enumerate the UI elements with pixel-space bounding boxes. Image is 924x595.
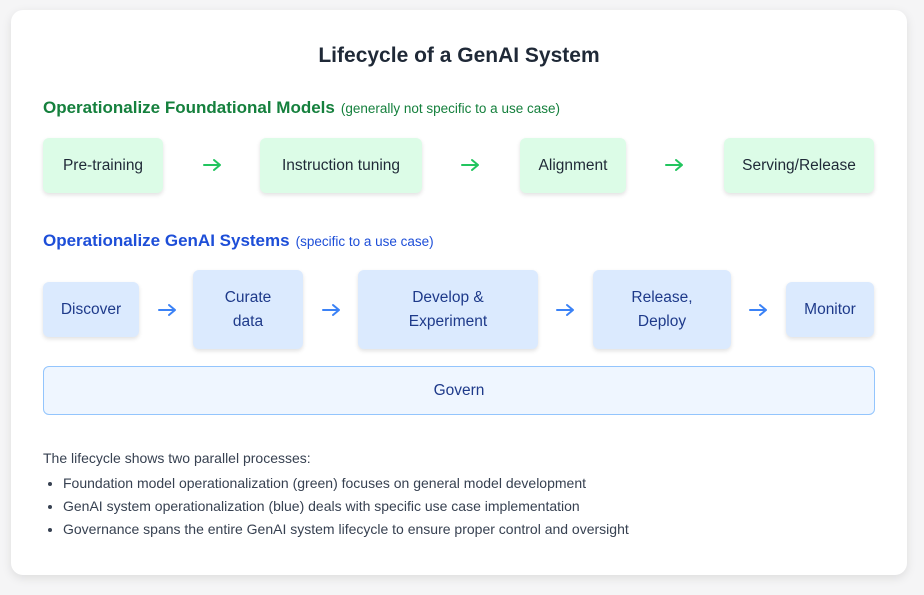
arrow-right-icon bbox=[748, 303, 770, 317]
diagram-title: Lifecycle of a GenAI System bbox=[318, 44, 600, 67]
step-serving-release: Serving/Release bbox=[724, 138, 874, 193]
step-curate-data: Curate data bbox=[193, 270, 303, 349]
genai-section-header: Operationalize GenAI Systems (specific to… bbox=[43, 231, 434, 251]
step-release-deploy: Release, Deploy bbox=[593, 270, 731, 349]
genai-heading: Operationalize GenAI Systems bbox=[43, 231, 290, 250]
step-develop-experiment: Develop & Experiment bbox=[358, 270, 538, 349]
arrow-right-icon bbox=[202, 158, 224, 172]
step-instruction-tuning: Instruction tuning bbox=[260, 138, 422, 193]
notes-bullet: GenAI system operationalization (blue) d… bbox=[63, 498, 629, 515]
diagram-card: Lifecycle of a GenAI System Operationali… bbox=[11, 10, 907, 575]
step-discover: Discover bbox=[43, 282, 139, 337]
genai-subheading: (specific to a use case) bbox=[295, 234, 434, 249]
foundation-section-header: Operationalize Foundational Models (gener… bbox=[43, 98, 560, 118]
notes-intro: The lifecycle shows two parallel process… bbox=[43, 450, 311, 466]
govern-bar: Govern bbox=[43, 366, 875, 415]
step-pre-training: Pre-training bbox=[43, 138, 163, 193]
arrow-right-icon bbox=[157, 303, 179, 317]
notes-bullet: Foundation model operationalization (gre… bbox=[63, 475, 629, 492]
foundation-heading: Operationalize Foundational Models bbox=[43, 98, 335, 117]
arrow-right-icon bbox=[460, 158, 482, 172]
notes: The lifecycle shows two parallel process… bbox=[43, 450, 629, 544]
arrow-right-icon bbox=[664, 158, 686, 172]
step-alignment: Alignment bbox=[520, 138, 626, 193]
notes-bullet: Governance spans the entire GenAI system… bbox=[63, 521, 629, 538]
notes-list: Foundation model operationalization (gre… bbox=[43, 475, 629, 538]
foundation-subheading: (generally not specific to a use case) bbox=[340, 101, 560, 116]
arrow-right-icon bbox=[555, 303, 577, 317]
arrow-right-icon bbox=[321, 303, 343, 317]
step-monitor: Monitor bbox=[786, 282, 874, 337]
